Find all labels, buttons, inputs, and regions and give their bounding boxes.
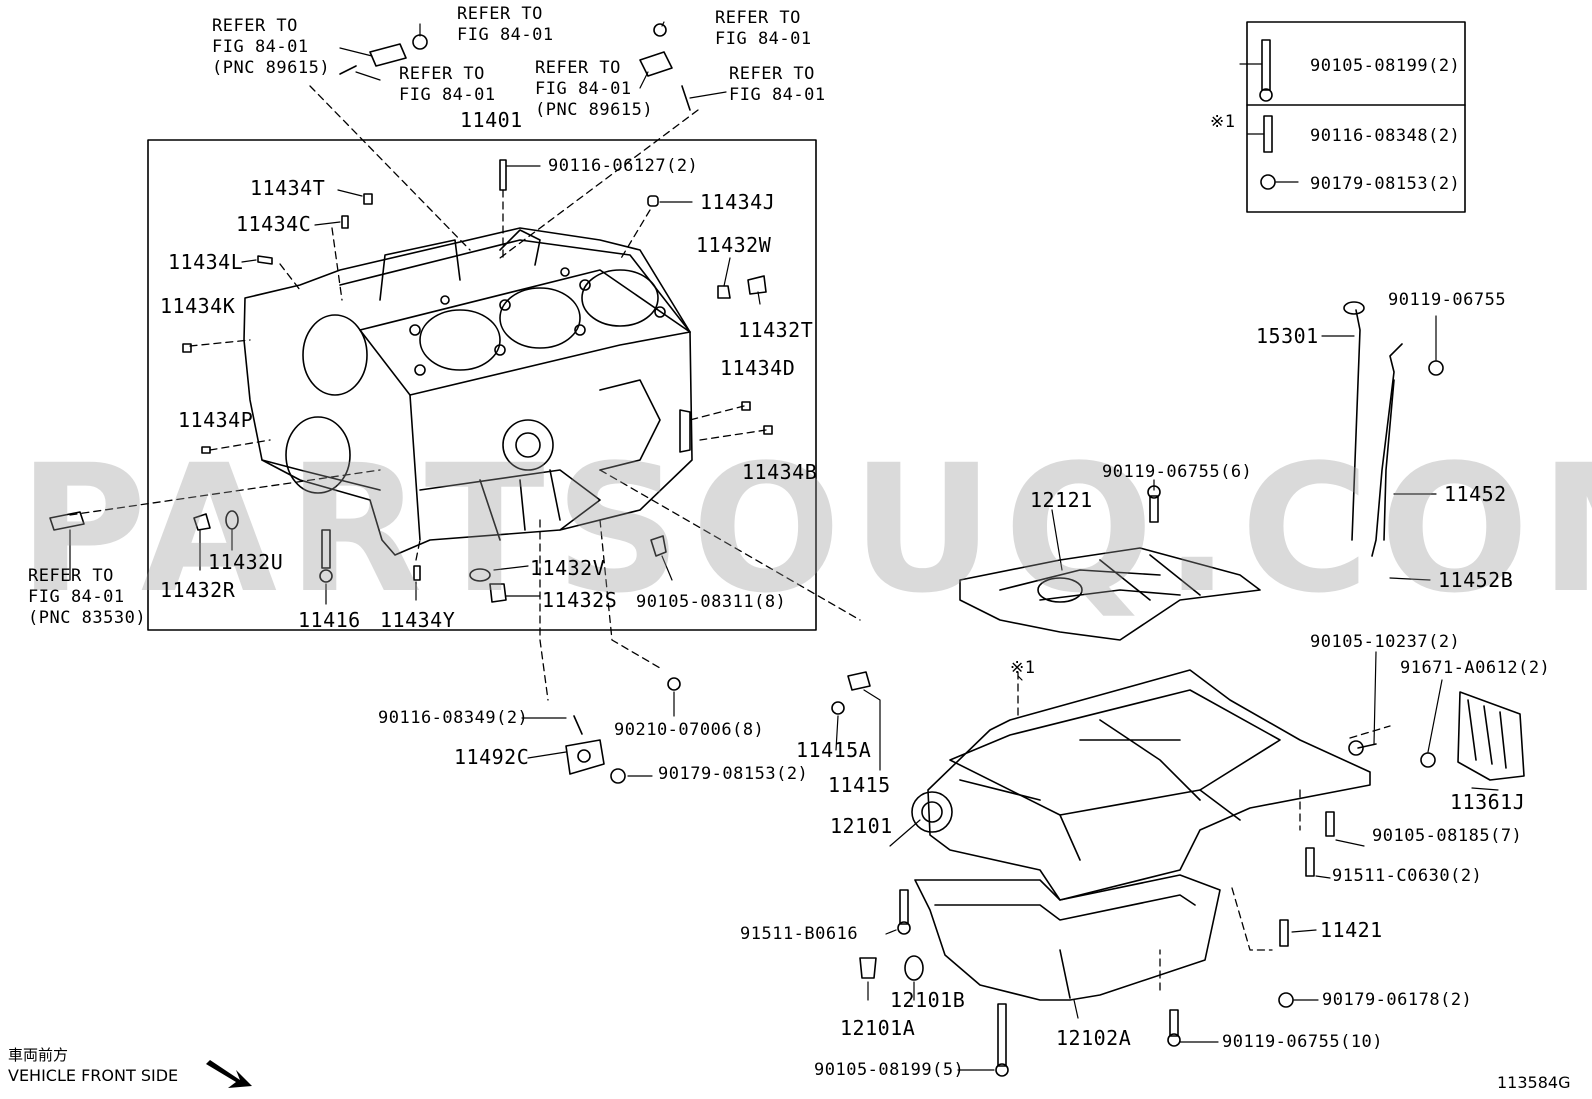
vehicle-front-note: VEHICLE FRONT SIDE <box>8 1066 179 1085</box>
dipstick-drawing <box>1343 301 1444 557</box>
part-label[interactable]: 90105-08311(8) <box>636 592 787 612</box>
part-label[interactable]: 90210-07006(8) <box>614 720 765 740</box>
part-label[interactable]: 11434T <box>250 176 326 200</box>
part-label[interactable]: 90119-06755 <box>1388 290 1507 310</box>
note-mark: ※1 <box>1010 658 1036 678</box>
part-label[interactable]: 11421 <box>1320 918 1383 942</box>
part-label[interactable]: 11361J <box>1450 790 1526 814</box>
part-label[interactable]: 11415A <box>796 738 872 762</box>
part-label[interactable]: 11434D <box>720 356 796 380</box>
oil-pan-upper-drawing <box>911 669 1371 901</box>
part-label[interactable]: 12101 <box>830 814 893 838</box>
part-label[interactable]: 11432W <box>696 233 772 257</box>
part-label[interactable]: 90116-06127(2) <box>548 156 699 176</box>
part-label[interactable]: 12101B <box>890 988 966 1012</box>
refer-callout: REFER TO FIG 84-01 (PNC 89615) <box>535 58 654 120</box>
part-label[interactable]: 90179-08153(2) <box>1310 174 1461 194</box>
part-label[interactable]: 11416 <box>298 608 361 632</box>
refer-callout: REFER TO FIG 84-01 <box>457 4 554 45</box>
part-label[interactable]: 11434K <box>160 294 236 318</box>
part-label[interactable]: 11434P <box>178 408 254 432</box>
part-label[interactable]: 91511-B0616 <box>740 924 859 944</box>
figure-code: 113584G <box>1497 1073 1571 1092</box>
part-label[interactable]: 11401 <box>460 108 523 132</box>
part-label[interactable]: 11432S <box>542 588 618 612</box>
part-label[interactable]: 11452B <box>1438 568 1514 592</box>
part-label[interactable]: 11432U <box>208 550 284 574</box>
part-label[interactable]: 90179-06178(2) <box>1322 990 1473 1010</box>
refer-callout: REFER TO FIG 84-01 <box>729 64 826 105</box>
cylinder-block-drawing <box>243 227 693 556</box>
part-label[interactable]: 11434C <box>236 212 312 236</box>
baffle-plate-drawing <box>959 547 1261 641</box>
refer-callout: REFER TO FIG 84-01 (PNC 89615) <box>212 16 331 78</box>
part-label[interactable]: 11432V <box>530 556 606 580</box>
refer-callout: REFER TO FIG 84-01 (PNC 83530) <box>28 566 147 628</box>
part-label[interactable]: 90119-06755(6) <box>1102 462 1253 482</box>
part-label[interactable]: 11434Y <box>380 608 456 632</box>
part-label[interactable]: 11415 <box>828 773 891 797</box>
oil-strainer-plate-drawing <box>1457 691 1525 781</box>
note-mark: ※1 <box>1210 112 1236 132</box>
part-label[interactable]: 12102A <box>1056 1026 1132 1050</box>
part-label[interactable]: 11432R <box>160 578 236 602</box>
part-label[interactable]: 11492C <box>454 745 530 769</box>
part-label[interactable]: 90105-08185(7) <box>1372 826 1523 846</box>
part-label[interactable]: 11452 <box>1444 482 1507 506</box>
part-label[interactable]: 11434J <box>700 190 776 214</box>
part-label[interactable]: 90116-08348(2) <box>1310 126 1461 146</box>
refer-callout: REFER TO FIG 84-01 <box>399 64 496 105</box>
part-label[interactable]: 11434L <box>168 250 244 274</box>
vehicle-front-note-jp: 車両前方 <box>8 1046 69 1064</box>
part-label[interactable]: 11432T <box>738 318 814 342</box>
part-label[interactable]: 90105-10237(2) <box>1310 632 1461 652</box>
engine-block-group-frame <box>147 139 817 631</box>
part-label[interactable]: 90105-08199(2) <box>1310 56 1461 76</box>
part-label[interactable]: 90105-08199(5) <box>814 1060 965 1080</box>
part-label[interactable]: 11434B <box>742 460 818 484</box>
oil-pan-lower-drawing <box>914 874 1221 1001</box>
refer-callout: REFER TO FIG 84-01 <box>715 8 812 49</box>
part-label[interactable]: 90119-06755(10) <box>1222 1032 1384 1052</box>
part-label[interactable]: 91671-A0612(2) <box>1400 658 1551 678</box>
fastener-box-frame <box>1246 21 1466 213</box>
part-label[interactable]: 90116-08349(2) <box>378 708 529 728</box>
part-label[interactable]: 15301 <box>1256 324 1319 348</box>
part-label[interactable]: 12121 <box>1030 488 1093 512</box>
part-label[interactable]: 90179-08153(2) <box>658 764 809 784</box>
front-arrow-icon <box>206 1060 252 1088</box>
part-label[interactable]: 12101A <box>840 1016 916 1040</box>
part-label[interactable]: 91511-C0630(2) <box>1332 866 1483 886</box>
